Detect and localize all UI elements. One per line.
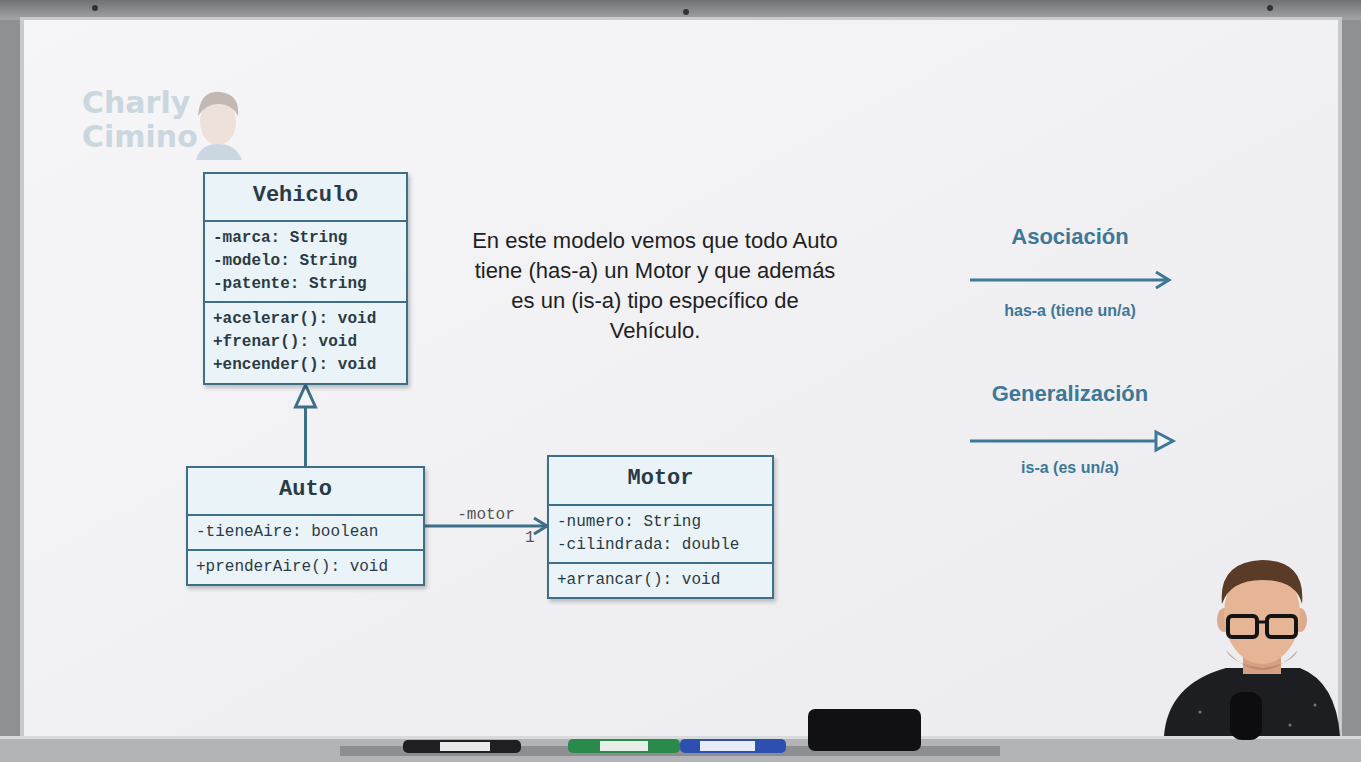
uml-class-box: Auto -tieneAire: boolean +prenderAire(): v… [186,466,425,586]
method-compartment: +prenderAire(): void [188,549,423,584]
marker-sticker [440,742,490,751]
black-marker [403,740,521,753]
explanation-text: En este modelo vemos que todo Auto tiene… [472,228,838,343]
microphone [1230,692,1262,740]
screw [92,5,98,11]
class-name: Auto [198,477,413,503]
legend-title: Generalización [992,381,1149,406]
glasses-lens [1228,616,1257,637]
shirt-dot [1199,711,1202,714]
marker-sticker [700,741,755,751]
method-compartment: +arrancar(): void [549,562,772,597]
marker-sticker [600,741,648,751]
edge-label-box: -motor [457,505,515,524]
legend-entry: Asociación [960,223,1180,251]
class-name: Vehiculo [215,183,396,209]
board-eraser [808,709,921,751]
shirt-dot [1314,704,1317,707]
glasses-bridge [1257,621,1267,624]
label-box: 1 [525,528,539,547]
attribute: -patente: String [213,273,367,296]
legend-entry: Generalización [960,380,1180,408]
screw [683,9,689,15]
marker-tray [0,736,1361,762]
glasses-lens [1267,616,1296,637]
class-name-compartment: Motor [549,457,772,504]
association-sample-line [970,279,1166,282]
connector-line [425,525,547,528]
method: +prenderAire(): void [196,556,388,579]
label-box: has-a (tiene un/a) [960,301,1180,321]
connector [296,385,316,466]
board-surface [24,20,1338,736]
avatar-shirt [196,144,242,160]
attribute: -tieneAire: boolean [196,521,378,544]
attribute: -cilindrada: double [557,534,739,557]
association-sample-head [1156,272,1169,288]
screw [1267,5,1273,11]
uml-class-box: Motor -numero: String-cilindrada: double +… [547,455,774,599]
label-box: Charly Cimino [82,86,194,154]
class-name-compartment: Auto [188,468,423,514]
role-name: -motor [457,506,515,524]
method: +acelerar(): void [213,308,376,331]
legend-subtitle: is-a (es un/a) [1021,459,1119,476]
presenter [1164,560,1340,740]
attribute-compartment: -numero: String-cilindrada: double [549,504,772,562]
board-rim [20,17,1342,739]
class-name-compartment: Vehiculo [205,174,406,220]
attribute: -numero: String [557,511,701,534]
method: +frenar(): void [213,331,357,354]
uml-class-box: Vehiculo -marca: String-modelo: String-pa… [203,172,408,385]
arrowhead [296,385,316,407]
method: +encender(): void [213,354,376,377]
shirt-dot [1289,724,1292,727]
green-marker [568,739,680,753]
presenter-beard [1226,650,1298,670]
arrowhead [534,518,547,534]
legend-subtitle: has-a (tiene un/a) [1004,302,1136,319]
watermark: Charly Cimino [82,85,198,154]
presenter-hair [1222,560,1303,604]
generalization-sample-head [1156,432,1173,450]
watermark-avatar [196,92,242,160]
generalization-sample-line [970,440,1156,443]
avatar-hair [198,92,238,116]
legend-title: Asociación [1011,224,1128,249]
connector-line [304,407,307,466]
blue-marker [680,739,786,753]
label-box: is-a (es un/a) [960,458,1180,478]
multiplicity: 1 [525,529,535,547]
attribute-compartment: -marca: String-modelo: String-patente: S… [205,220,406,301]
attribute: -marca: String [213,227,347,250]
label-box: En este modelo vemos que todo Auto tiene… [470,226,840,346]
attribute: -modelo: String [213,250,357,273]
tray-edge [0,736,1361,739]
method-compartment: +acelerar(): void+frenar(): void+encende… [205,301,406,383]
attribute-compartment: -tieneAire: boolean [188,514,423,549]
method: +arrancar(): void [557,569,720,592]
class-name: Motor [559,466,762,492]
